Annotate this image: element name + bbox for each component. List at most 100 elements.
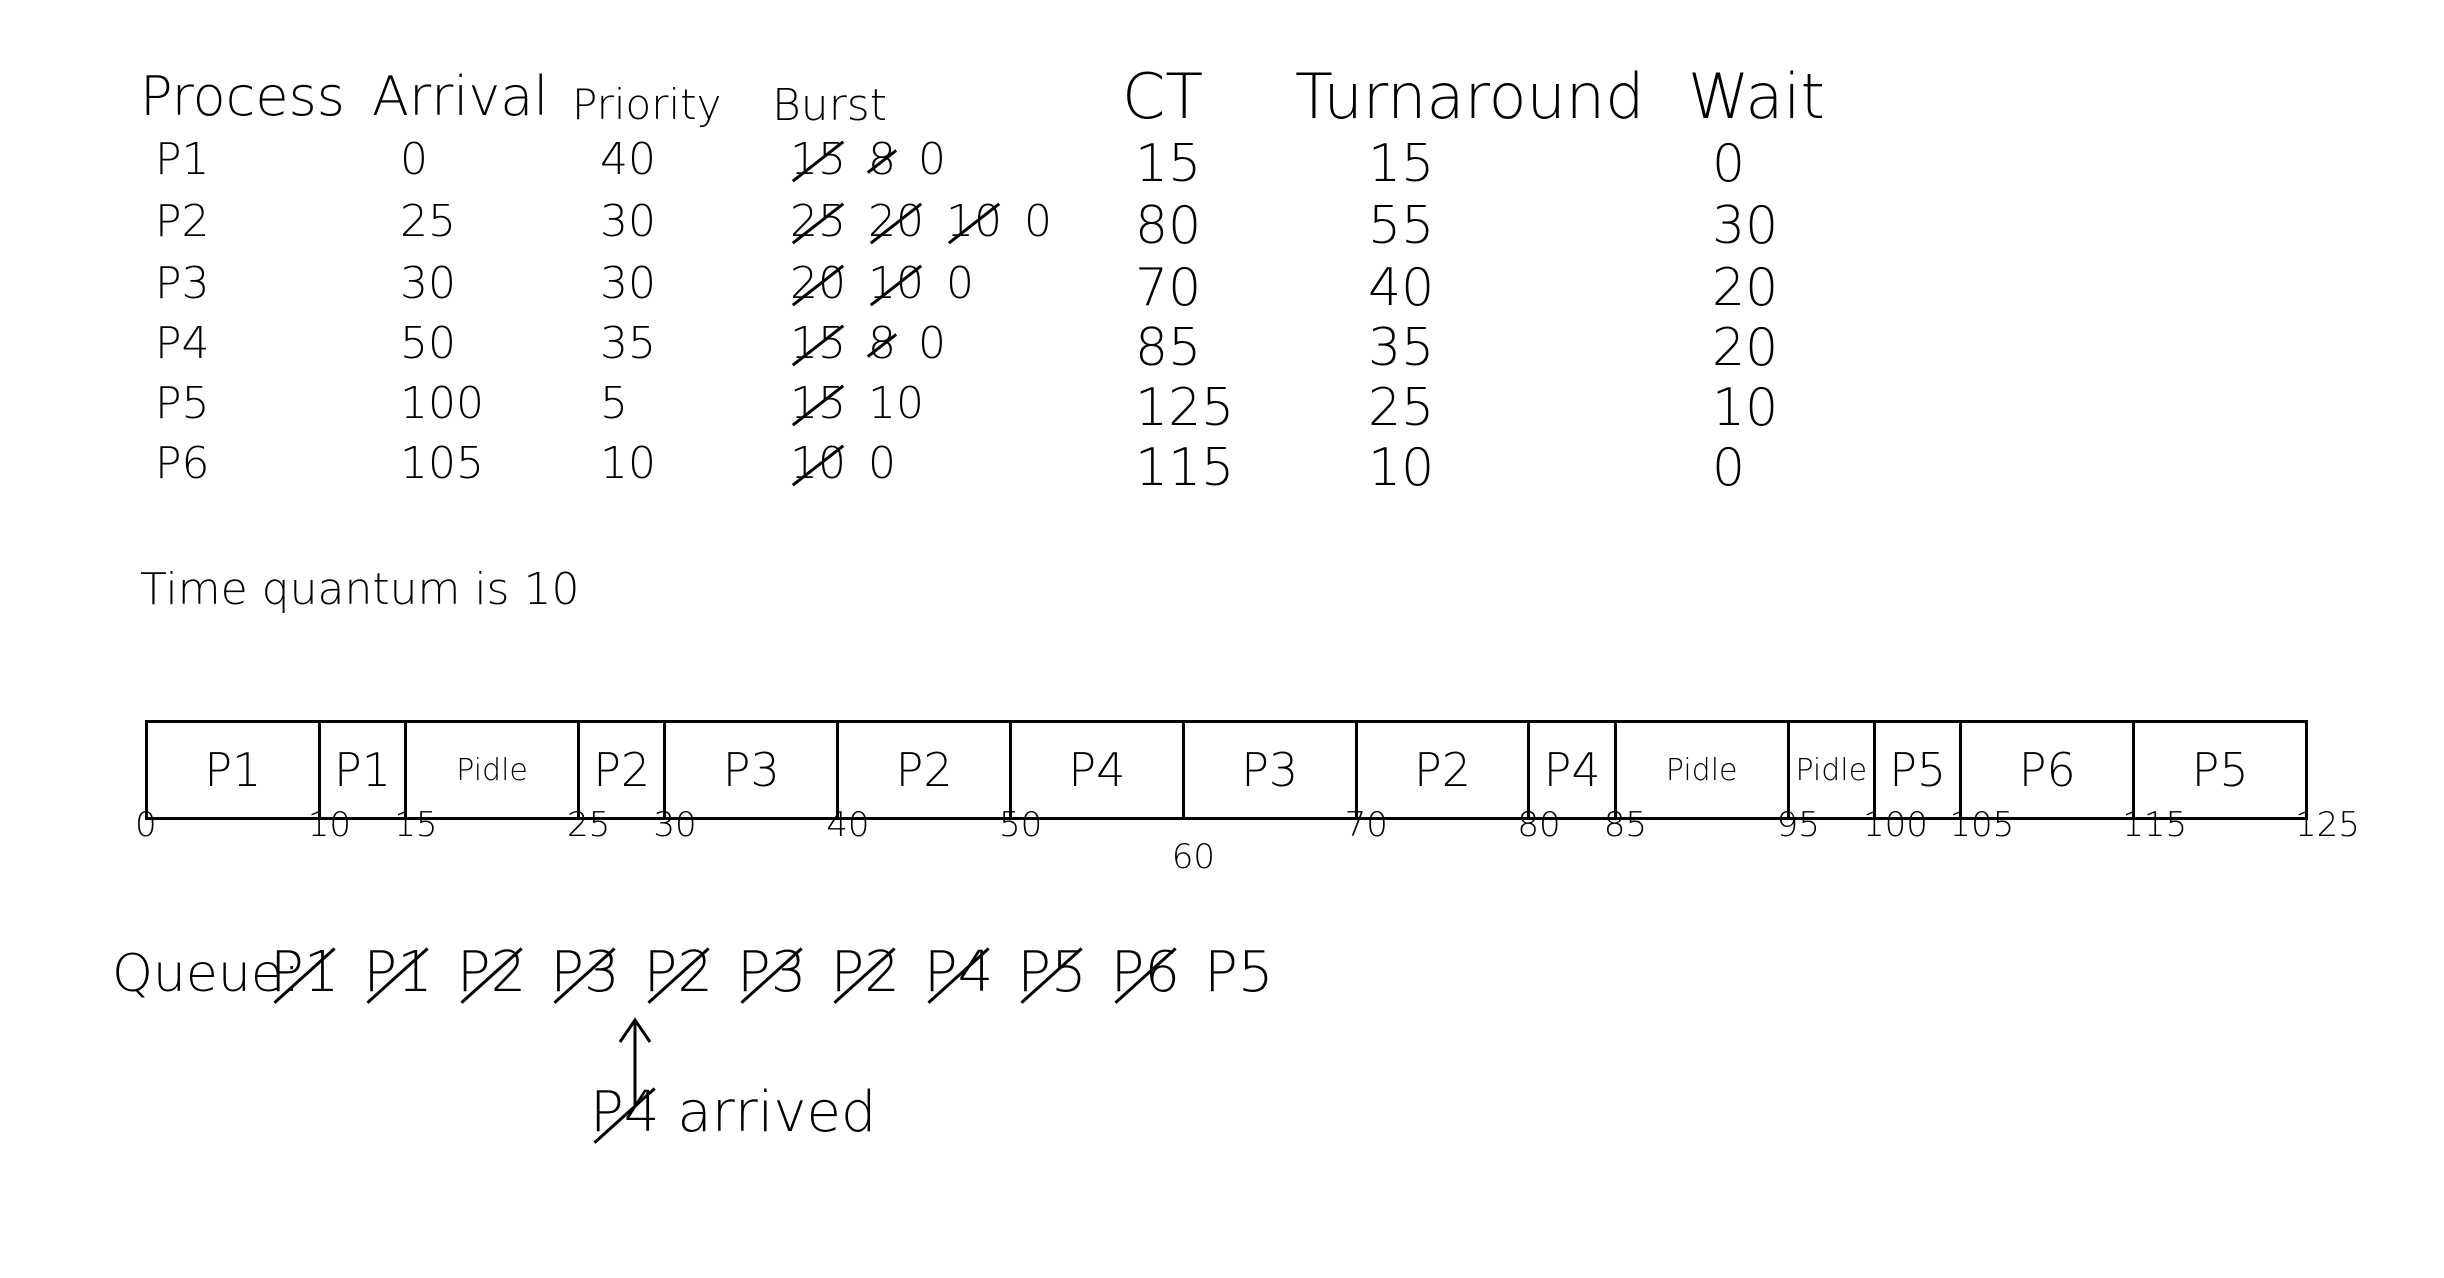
burst-value: 10 — [868, 258, 924, 309]
burst-value: 15 — [790, 134, 846, 185]
cell-ct: 125 — [1135, 378, 1235, 438]
cell-turnaround: 55 — [1368, 196, 1435, 256]
queue-item: P1 — [363, 940, 433, 1005]
burst-value: 0 — [918, 318, 946, 369]
gantt-block: P1 — [148, 720, 321, 820]
gantt-tick-label: 105 — [1949, 805, 2015, 845]
cell-ct: 85 — [1135, 318, 1202, 378]
gantt-block: P1 — [320, 720, 408, 820]
queue-item: P2 — [456, 940, 527, 1005]
gantt-block: P4 — [1530, 720, 1617, 820]
gantt-tick-label: 0 — [135, 805, 157, 845]
burst-value: 0 — [918, 134, 946, 185]
cell-wait: 20 — [1712, 318, 1779, 378]
gantt-block: Pidle — [1616, 720, 1790, 820]
header-arrival: Arrival — [372, 65, 549, 128]
cell-process: P1 — [155, 134, 210, 185]
gantt-tick-label: 70 — [1344, 805, 1388, 845]
cell-turnaround: 35 — [1368, 318, 1435, 378]
gantt-tick-label: 15 — [394, 805, 438, 845]
cell-process: P6 — [155, 438, 210, 489]
cell-wait: 0 — [1712, 134, 1746, 194]
burst-value: 10 — [868, 378, 924, 429]
cell-turnaround: 40 — [1368, 258, 1435, 318]
cell-arrival: 25 — [400, 196, 456, 247]
gantt-tick-label: 30 — [653, 805, 697, 845]
queue-item: P3 — [737, 940, 807, 1005]
queue-item: P5 — [1017, 940, 1087, 1005]
cell-ct: 15 — [1135, 134, 1202, 194]
gantt-tick-label: 100 — [1863, 805, 1928, 845]
cell-priority: 30 — [600, 258, 656, 309]
queue-label: Queue: — [112, 944, 301, 1004]
gantt-tick-label: 80 — [1517, 805, 1561, 845]
gantt-block: P4 — [1012, 720, 1185, 820]
cell-wait: 30 — [1712, 196, 1779, 256]
burst-value: 0 — [946, 258, 974, 309]
header-turnaround: Turnaround — [1295, 60, 1645, 133]
queue-item: P6 — [1110, 940, 1181, 1005]
cell-arrival: 0 — [400, 134, 428, 185]
cell-wait: 0 — [1712, 438, 1746, 498]
cell-turnaround: 10 — [1368, 438, 1435, 498]
cell-turnaround: 15 — [1368, 134, 1435, 194]
time-quantum-note: Time quantum is 10 — [140, 564, 580, 615]
header-ct: CT — [1122, 60, 1204, 133]
gantt-block: P3 — [666, 720, 840, 820]
cell-arrival: 100 — [400, 378, 484, 429]
cell-process: P5 — [155, 378, 210, 429]
header-wait: Wait — [1688, 60, 1825, 133]
cell-priority: 30 — [600, 196, 656, 247]
header-burst: Burst — [772, 80, 887, 131]
cell-process: P3 — [155, 258, 210, 309]
note-struck-process: P4 — [590, 1080, 660, 1145]
gantt-tick-label: 95 — [1776, 805, 1820, 845]
queue-item: P5 — [1204, 940, 1274, 1005]
gantt-block: P2 — [1357, 720, 1531, 820]
cell-arrival: 50 — [400, 318, 456, 369]
gantt-block: Pidle — [407, 720, 580, 820]
cell-arrival: 30 — [400, 258, 456, 309]
gantt-tick-label: 25 — [567, 805, 611, 845]
burst-value: 0 — [868, 438, 896, 489]
burst-value: 20 — [790, 258, 846, 309]
gantt-block: P5 — [2135, 720, 2308, 820]
cell-priority: 40 — [600, 134, 656, 185]
header-process: Process — [140, 65, 345, 128]
gantt-tick-label: 60 — [1171, 837, 1216, 877]
burst-value: 20 — [868, 196, 924, 247]
cell-wait: 20 — [1712, 258, 1779, 318]
queue-item: P3 — [550, 940, 620, 1005]
gantt-block: P6 — [1962, 720, 2136, 820]
gantt-tick-label: 125 — [2295, 805, 2360, 845]
gantt-tick-label: 10 — [307, 805, 352, 845]
gantt-tick-label: 50 — [999, 805, 1043, 845]
gantt-block: P3 — [1184, 720, 1358, 820]
burst-value: 10 — [790, 438, 846, 489]
cell-process: P4 — [155, 318, 210, 369]
cell-ct: 80 — [1135, 196, 1202, 256]
cell-ct: 70 — [1135, 258, 1202, 318]
gantt-tick-label: 40 — [826, 805, 870, 845]
cell-priority: 10 — [600, 438, 656, 489]
burst-value: 8 — [868, 318, 896, 369]
gantt-tick-label: 115 — [2122, 805, 2188, 845]
burst-value: 0 — [1024, 196, 1052, 247]
note-text: arrived — [677, 1080, 877, 1145]
gantt-block: P2 — [580, 720, 667, 820]
cell-ct: 115 — [1135, 438, 1235, 498]
burst-value: 10 — [946, 196, 1002, 247]
cell-arrival: 105 — [400, 438, 484, 489]
queue-item: P4 — [923, 940, 994, 1005]
burst-value: 8 — [868, 134, 896, 185]
burst-value: 15 — [790, 318, 846, 369]
gantt-tick-label: 85 — [1603, 805, 1648, 845]
gantt-block: Pidle — [1789, 720, 1876, 820]
